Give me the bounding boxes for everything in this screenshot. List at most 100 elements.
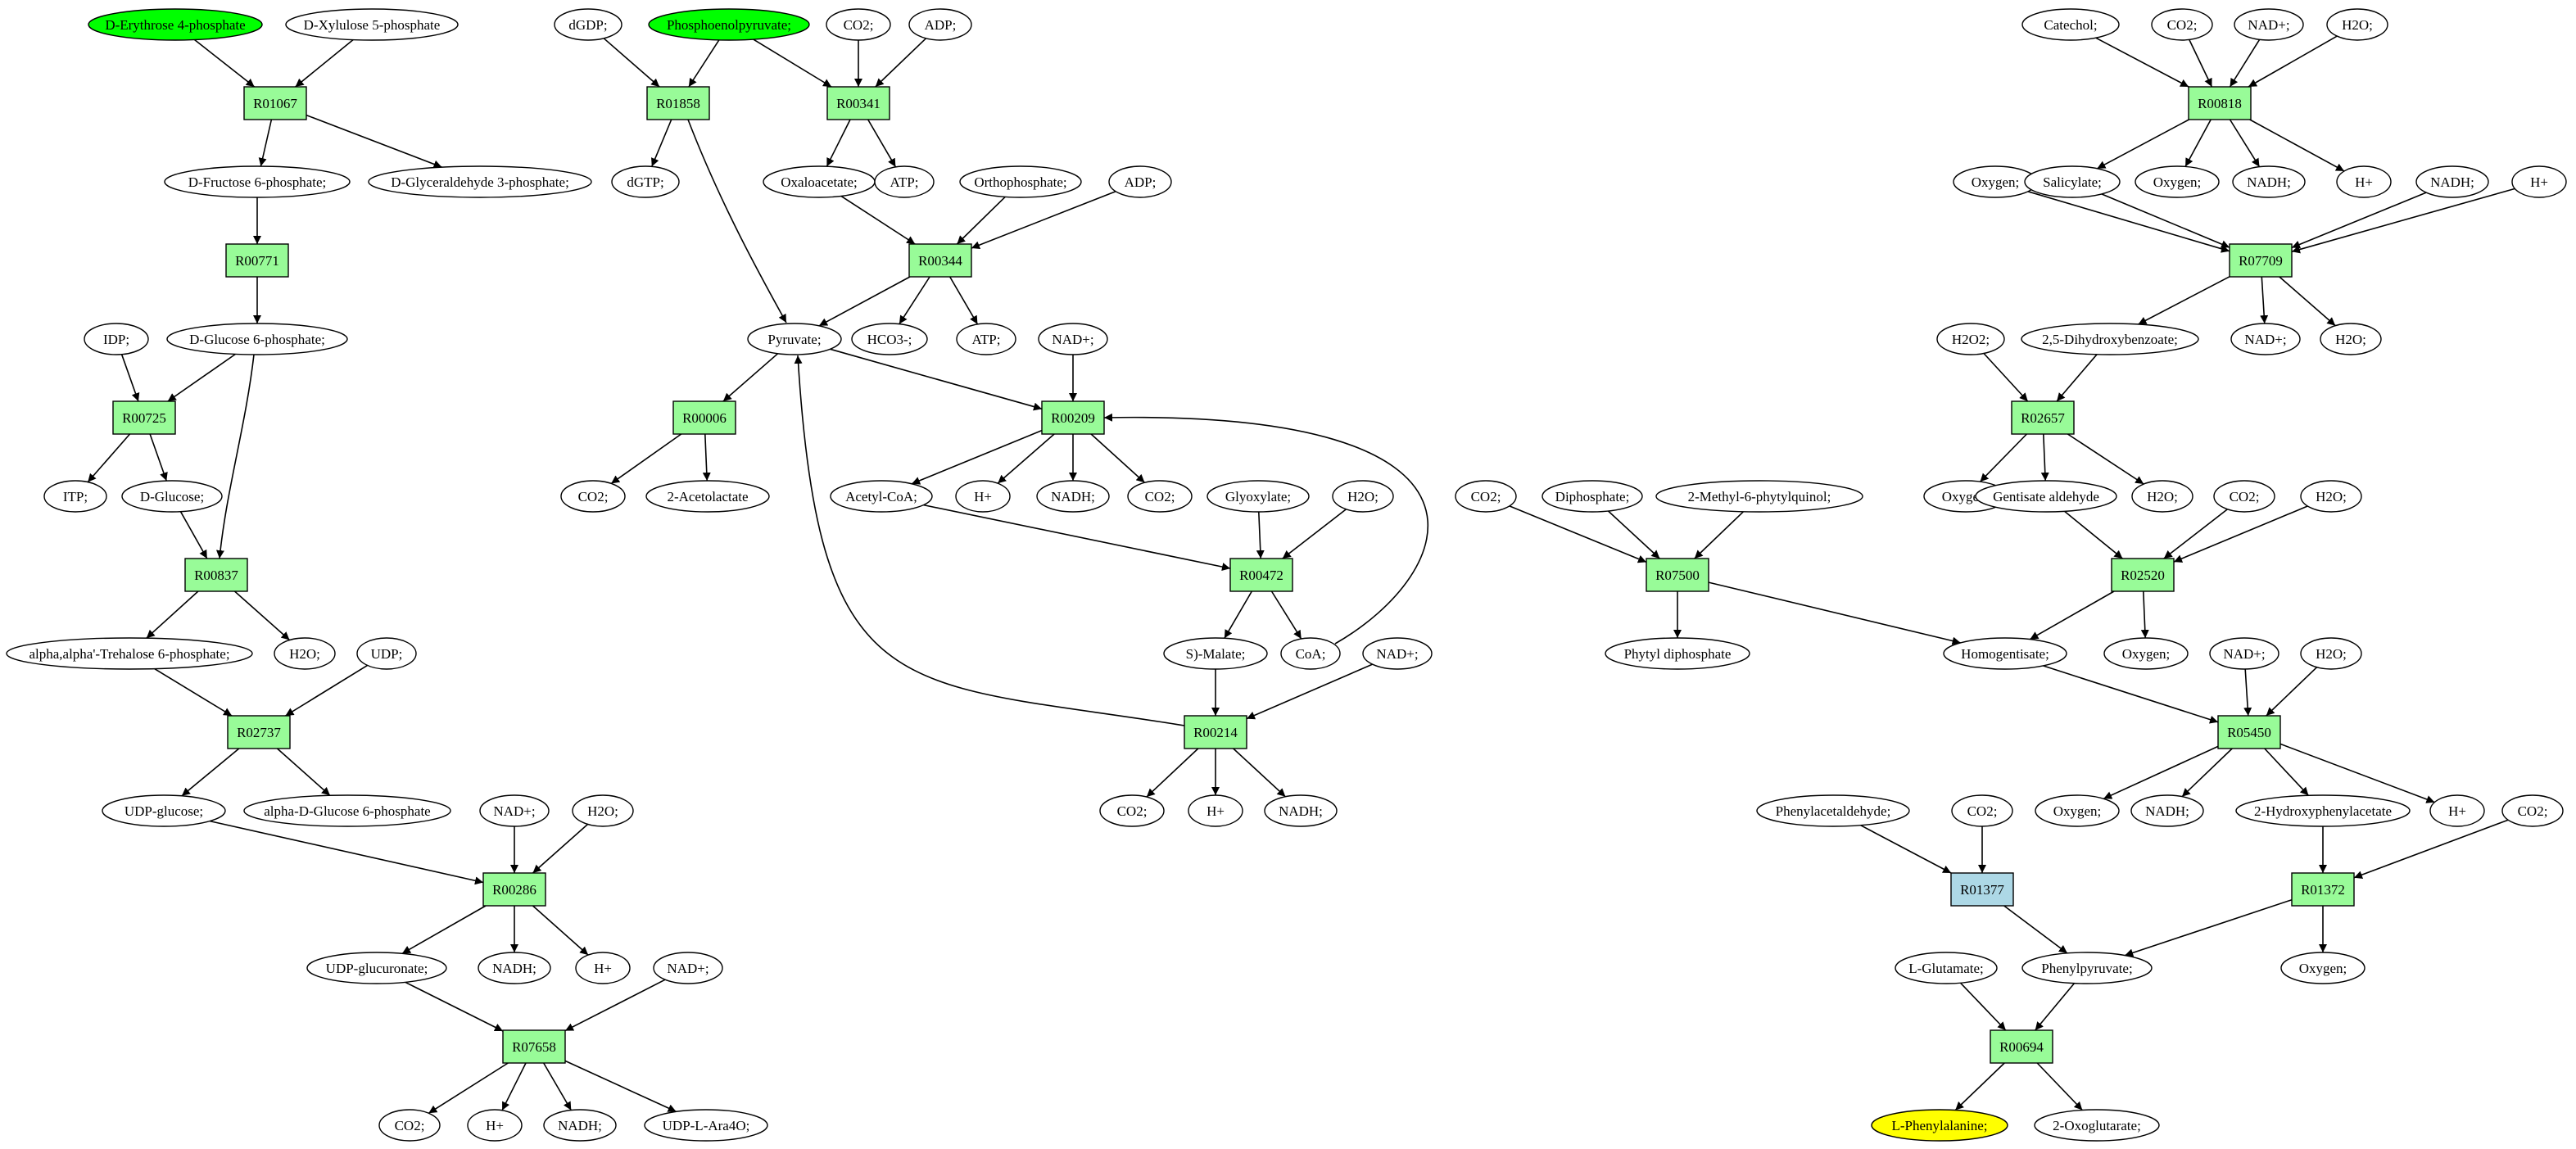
reaction-node-r-01372: R01372 xyxy=(2291,872,2355,907)
node-label: R07709 xyxy=(2239,253,2283,269)
node-label: R07658 xyxy=(512,1039,556,1055)
node-label: D-Fructose 6-phosphate; xyxy=(188,174,327,190)
node-label: UDP-L-Ara4O; xyxy=(663,1118,750,1133)
reaction-box xyxy=(826,86,890,120)
edge-r_01858-to-m_dgtp xyxy=(651,119,672,167)
metabolite-ellipse xyxy=(306,952,447,984)
node-label: 2-Acetolactate xyxy=(667,489,748,504)
metabolite-node-m-phytyl: Phytyl diphosphate xyxy=(1605,637,1750,670)
edge-r_07709-to-m_nad_f xyxy=(2260,276,2269,324)
metabolite-ellipse xyxy=(2024,165,2121,198)
metabolite-ellipse xyxy=(467,1109,523,1142)
metabolite-node-m-co2-h: CO2; xyxy=(1455,480,1517,513)
edge-m_homog-to-r_05450 xyxy=(2043,665,2219,724)
metabolite-ellipse xyxy=(1332,480,1394,513)
reaction-node-r-00837: R00837 xyxy=(184,558,248,592)
reaction-box xyxy=(1229,558,1293,592)
node-label: NAD+; xyxy=(2223,646,2265,662)
metabolite-node-m-nad-f: NAD+; xyxy=(2230,323,2301,355)
metabolite-ellipse xyxy=(2336,165,2392,198)
metabolite-ellipse xyxy=(908,8,972,41)
reaction-node-r-00286: R00286 xyxy=(482,872,546,907)
node-label: R05450 xyxy=(2227,725,2271,740)
metabolite-node-m-udpara: UDP-L-Ara4O; xyxy=(644,1109,768,1142)
node-label: 2-Oxoglutarate; xyxy=(2053,1118,2141,1133)
edge-m_h2o_b-to-r_00286 xyxy=(532,823,589,874)
reaction-box xyxy=(2188,86,2252,120)
edge-r_07500-to-m_homog xyxy=(1708,581,1961,645)
node-label: Salicylate; xyxy=(2043,174,2102,190)
node-label: H2O; xyxy=(2316,646,2347,662)
metabolite-node-m-ag6p: alpha-D-Glucose 6-phosphate xyxy=(243,794,451,827)
edge-m_gentald-to-r_02520 xyxy=(2063,510,2123,559)
metabolite-ellipse xyxy=(1936,323,2005,355)
edge-m_mpq-to-r_07500 xyxy=(1694,511,1744,559)
metabolite-node-m-salic: Salicylate; xyxy=(2024,165,2121,198)
edge-r_02737-to-m_ag6p xyxy=(276,748,331,796)
metabolite-node-m-pyr: Pyruvate; xyxy=(747,323,842,355)
metabolite-node-m-h2o-e: H2O; xyxy=(2320,323,2382,355)
metabolite-node-m-2hpa: 2-Hydroxyphenylacetate xyxy=(2235,794,2411,827)
metabolite-node-m-nadh-e: NADH; xyxy=(2232,165,2306,198)
node-label: CO2; xyxy=(2518,803,2548,819)
edge-r_02657-to-m_gentald xyxy=(2040,433,2049,482)
metabolite-ellipse xyxy=(1127,480,1193,513)
edge-r_00818-to-m_salic xyxy=(2097,119,2189,170)
node-label: R02657 xyxy=(2021,410,2065,426)
metabolite-ellipse xyxy=(955,480,1011,513)
node-label: R00006 xyxy=(682,410,727,426)
metabolite-node-m-pep: Phosphoenolpyruvate; xyxy=(648,8,810,41)
reaction-box xyxy=(672,400,736,435)
reaction-node-r-01067: R01067 xyxy=(243,86,307,120)
node-label: H2O; xyxy=(289,646,320,662)
edge-m_catechol-to-r_00818 xyxy=(2095,37,2189,88)
metabolite-ellipse xyxy=(611,165,680,198)
reaction-node-r-00694: R00694 xyxy=(1990,1029,2053,1064)
edge-r_00209-to-m_co2_d xyxy=(1090,433,1146,483)
metabolite-ellipse xyxy=(1163,637,1268,670)
node-label: CO2; xyxy=(395,1118,425,1133)
edge-r_02657-to-m_h2o_f xyxy=(2067,433,2144,485)
edge-m_g6p-to-r_00725 xyxy=(167,353,236,402)
node-label: H2O; xyxy=(2147,489,2178,504)
node-label: H2O; xyxy=(2335,332,2366,347)
reaction-box xyxy=(112,400,176,435)
metabolite-ellipse xyxy=(851,323,928,355)
edge-m_co2_h-to-r_07500 xyxy=(1509,505,1647,563)
metabolite-ellipse xyxy=(285,8,459,41)
edge-r_00472-to-m_smal xyxy=(1224,590,1252,639)
node-label: Pyruvate; xyxy=(767,332,821,347)
reaction-box xyxy=(1184,715,1247,749)
reaction-node-r-00725: R00725 xyxy=(112,400,176,435)
edge-m_oaa-to-r_00344 xyxy=(840,195,916,245)
node-label: HCO3-; xyxy=(867,332,912,347)
edge-r_01067-to-m_f6p xyxy=(258,119,273,167)
metabolite-node-m-h-a: H+ xyxy=(575,952,631,984)
metabolite-node-m-dgdp: dGDP; xyxy=(554,8,622,41)
edge-r_00214-to-m_co2_e xyxy=(1146,748,1199,798)
node-label: Acetyl-CoA; xyxy=(845,489,917,504)
reaction-box xyxy=(2111,558,2175,592)
metabolite-ellipse xyxy=(274,637,336,670)
edge-m_lglu-to-r_00694 xyxy=(1959,982,2007,1031)
edge-r_00694-to-m_lphe xyxy=(1954,1062,2005,1111)
metabolite-ellipse xyxy=(554,8,622,41)
metabolite-ellipse xyxy=(1871,1109,2008,1142)
edge-r_00344-to-m_pyr xyxy=(818,276,911,327)
metabolite-ellipse xyxy=(2235,794,2411,827)
reaction-box xyxy=(184,558,248,592)
reaction-node-r-02520: R02520 xyxy=(2111,558,2175,592)
metabolite-node-m-nadh-g: NADH; xyxy=(2130,794,2204,827)
reaction-box xyxy=(482,872,546,907)
metabolite-ellipse xyxy=(1455,480,1517,513)
edge-r_02520-to-m_o2_d xyxy=(2140,590,2149,639)
metabolite-node-m-nadh-b: NADH; xyxy=(543,1109,617,1142)
node-label: D-Glyceraldehyde 3-phosphate; xyxy=(391,174,569,190)
edge-m_h2o_h-to-r_05450 xyxy=(2266,667,2318,717)
edge-r_00341-to-m_atp_a xyxy=(867,119,897,168)
edge-m_udpglcur-to-r_07658 xyxy=(405,981,504,1032)
edge-m_co2_g-to-r_02520 xyxy=(2163,509,2228,559)
node-label: H+ xyxy=(2355,174,2373,190)
reaction-box xyxy=(2229,243,2293,278)
